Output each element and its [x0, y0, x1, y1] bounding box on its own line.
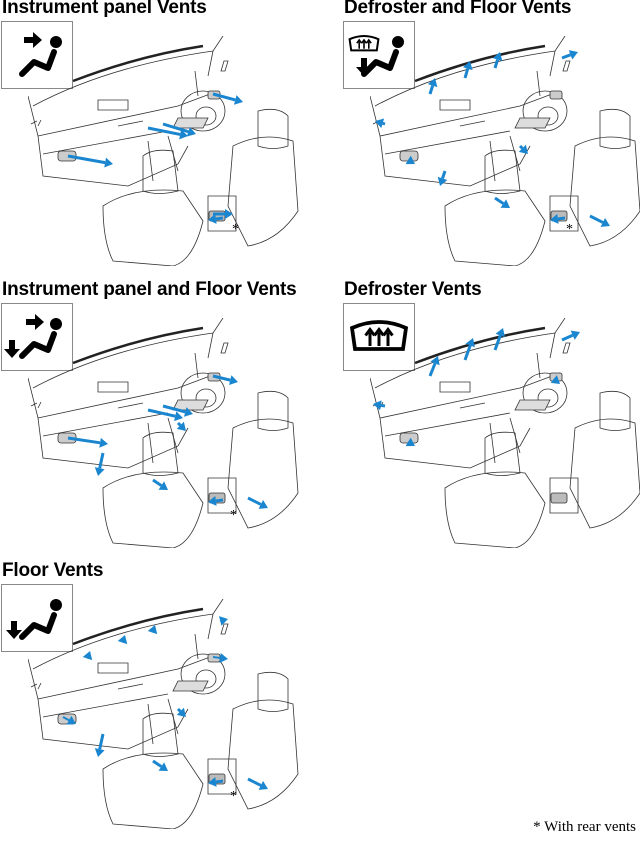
car-outline	[370, 318, 640, 548]
section-title: Defroster Vents	[344, 279, 482, 300]
airflow-arrow	[550, 375, 560, 384]
airflow-arrow	[247, 777, 268, 790]
section-instrument-panel-floor-vents: Instrument panel and Floor Vents *	[0, 279, 320, 564]
airflow-arrow	[219, 616, 228, 626]
airflow-arrow	[147, 408, 183, 422]
car-outline	[28, 318, 299, 548]
airflow-arrow	[67, 436, 108, 448]
section-defroster-floor-vents: Defroster and Floor Vents *	[342, 0, 640, 282]
airflow-arrow	[117, 635, 128, 645]
airflow-arrow	[162, 122, 196, 137]
section-title: Instrument panel and Floor Vents	[2, 279, 297, 300]
airflow-arrow	[247, 496, 268, 509]
rear-vent-note-mark: *	[232, 222, 239, 237]
section-floor-vents: Floor Vents *	[0, 560, 320, 845]
airflow-arrow	[62, 715, 76, 725]
airflow-arrow	[437, 170, 448, 186]
section-title: Instrument panel Vents	[2, 0, 207, 18]
car-interior-illustration	[370, 318, 640, 548]
car-interior-illustration	[370, 36, 640, 266]
defrost-vent-icon	[343, 303, 415, 371]
airflow-arrow	[405, 155, 415, 165]
section-instrument-panel-vents: Instrument panel Vents *	[0, 0, 320, 282]
airflow-arrow	[208, 495, 224, 506]
car-outline	[370, 36, 640, 266]
airflow-arrow	[213, 209, 233, 219]
airflow-arrow	[589, 214, 610, 227]
rear-vent-note-mark: *	[230, 789, 237, 804]
airflow-arrow	[176, 707, 186, 717]
airflow-arrow	[94, 733, 105, 757]
car-outline	[28, 599, 299, 829]
airflow-arrow	[561, 330, 580, 342]
airflow-arrow	[405, 437, 415, 447]
panel-vent-icon	[1, 21, 73, 89]
car-interior-illustration	[28, 599, 299, 829]
airflow-arrow	[208, 213, 224, 224]
car-interior-illustration	[28, 36, 299, 266]
rear-vent-note-mark: *	[230, 508, 237, 523]
airflow-arrow	[82, 651, 93, 661]
airflow-arrow	[492, 52, 503, 69]
airflow-arrow	[212, 652, 228, 663]
airflow-arrow	[463, 338, 475, 361]
airflow-arrow	[208, 776, 224, 787]
airflow-arrow	[152, 759, 168, 771]
airflow-arrow	[373, 400, 386, 411]
airflow-arrow	[94, 452, 105, 476]
airflow-arrow	[428, 356, 440, 377]
airflow-arrow	[67, 154, 113, 168]
rear-vent-note-mark: *	[566, 222, 573, 237]
airflow-arrow	[375, 118, 386, 129]
airflow-arrow	[162, 404, 193, 417]
airflow-arrow	[493, 328, 505, 351]
airflow-arrow	[147, 126, 188, 140]
airflow-arrow	[494, 196, 510, 208]
defrost-floor-vent-icon	[343, 21, 415, 89]
airflow-arrow	[561, 50, 578, 60]
airflow-arrow	[212, 92, 243, 105]
airflow-arrow	[462, 61, 473, 79]
airflow-arrow	[550, 213, 566, 224]
section-title: Defroster and Floor Vents	[344, 0, 572, 18]
section-defroster-vents: Defroster Vents	[342, 279, 640, 564]
car-outline	[28, 36, 299, 266]
section-title: Floor Vents	[2, 560, 104, 581]
floor-vent-icon	[1, 584, 73, 652]
footnote: * With rear vents	[533, 819, 636, 835]
car-interior-illustration	[28, 318, 299, 548]
airflow-arrow	[152, 478, 168, 490]
airflow-arrow	[176, 421, 186, 431]
panel-floor-vent-icon	[1, 303, 73, 371]
airflow-arrow	[212, 374, 238, 385]
airflow-arrow	[518, 144, 528, 154]
airflow-arrow	[427, 78, 438, 95]
airflow-arrow	[147, 625, 158, 635]
